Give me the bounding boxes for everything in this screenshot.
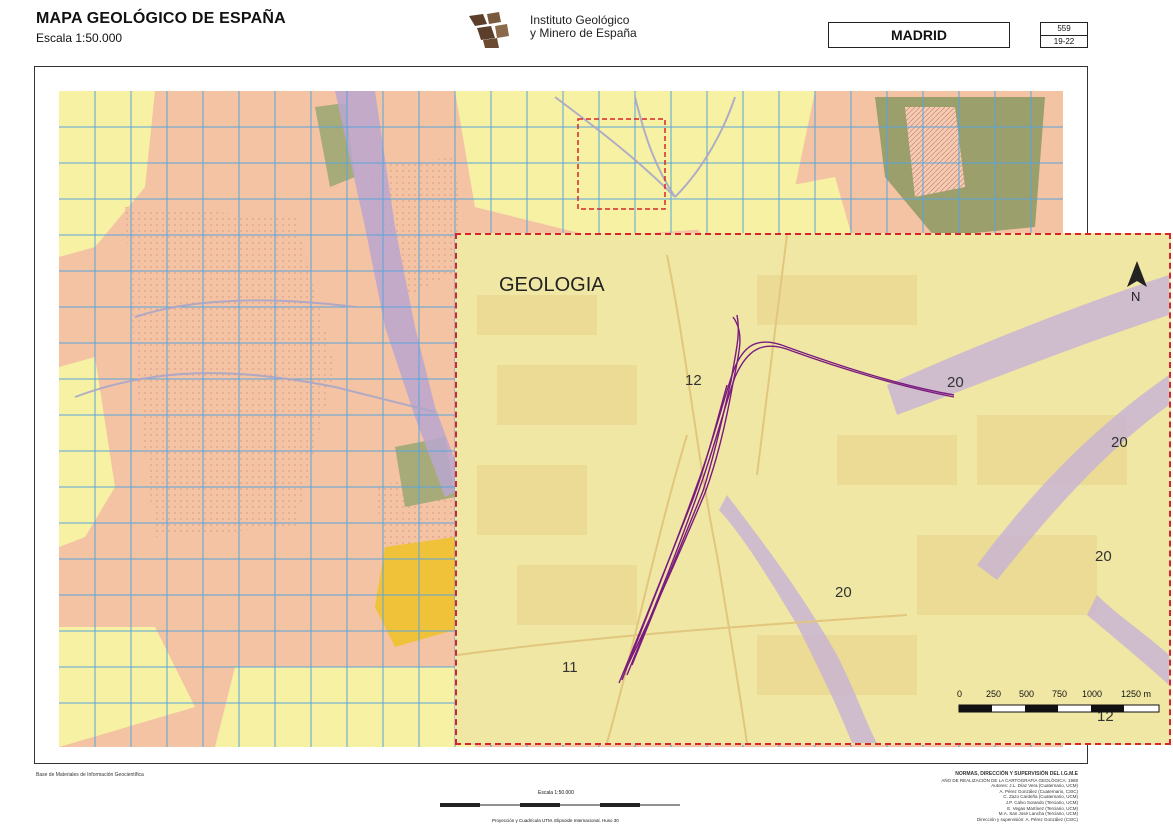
- sheet-name: MADRID: [891, 27, 947, 43]
- sheet-number-box: 559 19-22: [1040, 22, 1088, 48]
- institute-name: Instituto Geológico y Minero de España: [530, 14, 637, 40]
- streams: [74, 96, 736, 413]
- footer-projection: Proyección y Cuadrícula UTM. Elipsoide I…: [492, 818, 619, 823]
- inset-geology-map[interactable]: GEOLOGIA N 12 20 20 20 20 11 12 0 250 50…: [457, 235, 1169, 743]
- tunnel-alignment: [618, 314, 955, 684]
- unit-label: 12: [685, 372, 702, 389]
- scale-tick: 1000: [1082, 689, 1102, 699]
- credits-head: NORMAS, DIRECCIÓN Y SUPERVISIÓN DEL I.G.…: [955, 771, 1078, 777]
- igme-logo: [469, 12, 509, 48]
- scale-tick: 500: [1019, 689, 1034, 699]
- credits-line: C. Zazo Cardeña (Cuaternario, UCM): [1003, 794, 1078, 800]
- footer-scale-caption: Escala 1:50.000: [538, 790, 574, 796]
- study-area-box: [577, 118, 666, 210]
- footer-scale-bar: [440, 803, 680, 807]
- unit-label: 20: [947, 374, 964, 391]
- north-arrow-icon: N: [1127, 261, 1147, 304]
- map-scale-text: Escala 1:50.000: [36, 31, 123, 45]
- inset-title: GEOLOGIA: [499, 274, 605, 296]
- scale-tick: 1250 m: [1121, 689, 1151, 699]
- unit-label: 20: [835, 584, 852, 601]
- institute-line-2: y Minero de España: [530, 26, 637, 40]
- scale-tick: 750: [1052, 689, 1067, 699]
- footer-left-text: Base de Materiales de Información Geocie…: [36, 772, 144, 778]
- map-title: MAPA GEOLÓGICO DE ESPAÑA: [36, 10, 286, 27]
- unit-label: 20: [1111, 434, 1128, 451]
- scale-tick: 0: [957, 689, 962, 699]
- institute-line-1: Instituto Geológico: [530, 13, 630, 27]
- sheet-number: 559: [1041, 23, 1087, 36]
- credits-line: J.P. Calvo Sorando (Terciario, UCM): [1005, 799, 1078, 805]
- sheet-name-box: MADRID: [828, 22, 1010, 48]
- sheet-grid: 19-22: [1053, 37, 1075, 46]
- credits-sub: AÑO DE REALIZACIÓN DE LA CARTOGRAFÍA GEO…: [941, 777, 1078, 783]
- credits-line: E. Vegas Martínez (Terciario, UCM): [1007, 805, 1078, 811]
- credits-block: NORMAS, DIRECCIÓN Y SUPERVISIÓN DEL I.G.…: [928, 771, 1078, 822]
- unit-label: 11: [562, 659, 578, 676]
- inset-scale-bar: 0 250 500 750 1000 1250 m: [957, 689, 1160, 713]
- inset-map[interactable]: GEOLOGIA N 12 20 20 20 20 11 12 0 250 50…: [455, 233, 1171, 745]
- credits-line: Autores: J.L. Díaz Vera (Cuaternario, UC…: [991, 783, 1078, 789]
- scale-tick: 250: [986, 689, 1001, 699]
- unit-label: 20: [1095, 548, 1112, 565]
- credits-line: A. Pérez González (Cuaternario, CSIC): [999, 788, 1078, 794]
- credits-line: Dirección y supervisión: A. Pérez Gonzál…: [976, 816, 1078, 822]
- credits-line: M.A. San José Lancha (Terciario, UCM): [998, 811, 1078, 817]
- north-label: N: [1131, 289, 1140, 304]
